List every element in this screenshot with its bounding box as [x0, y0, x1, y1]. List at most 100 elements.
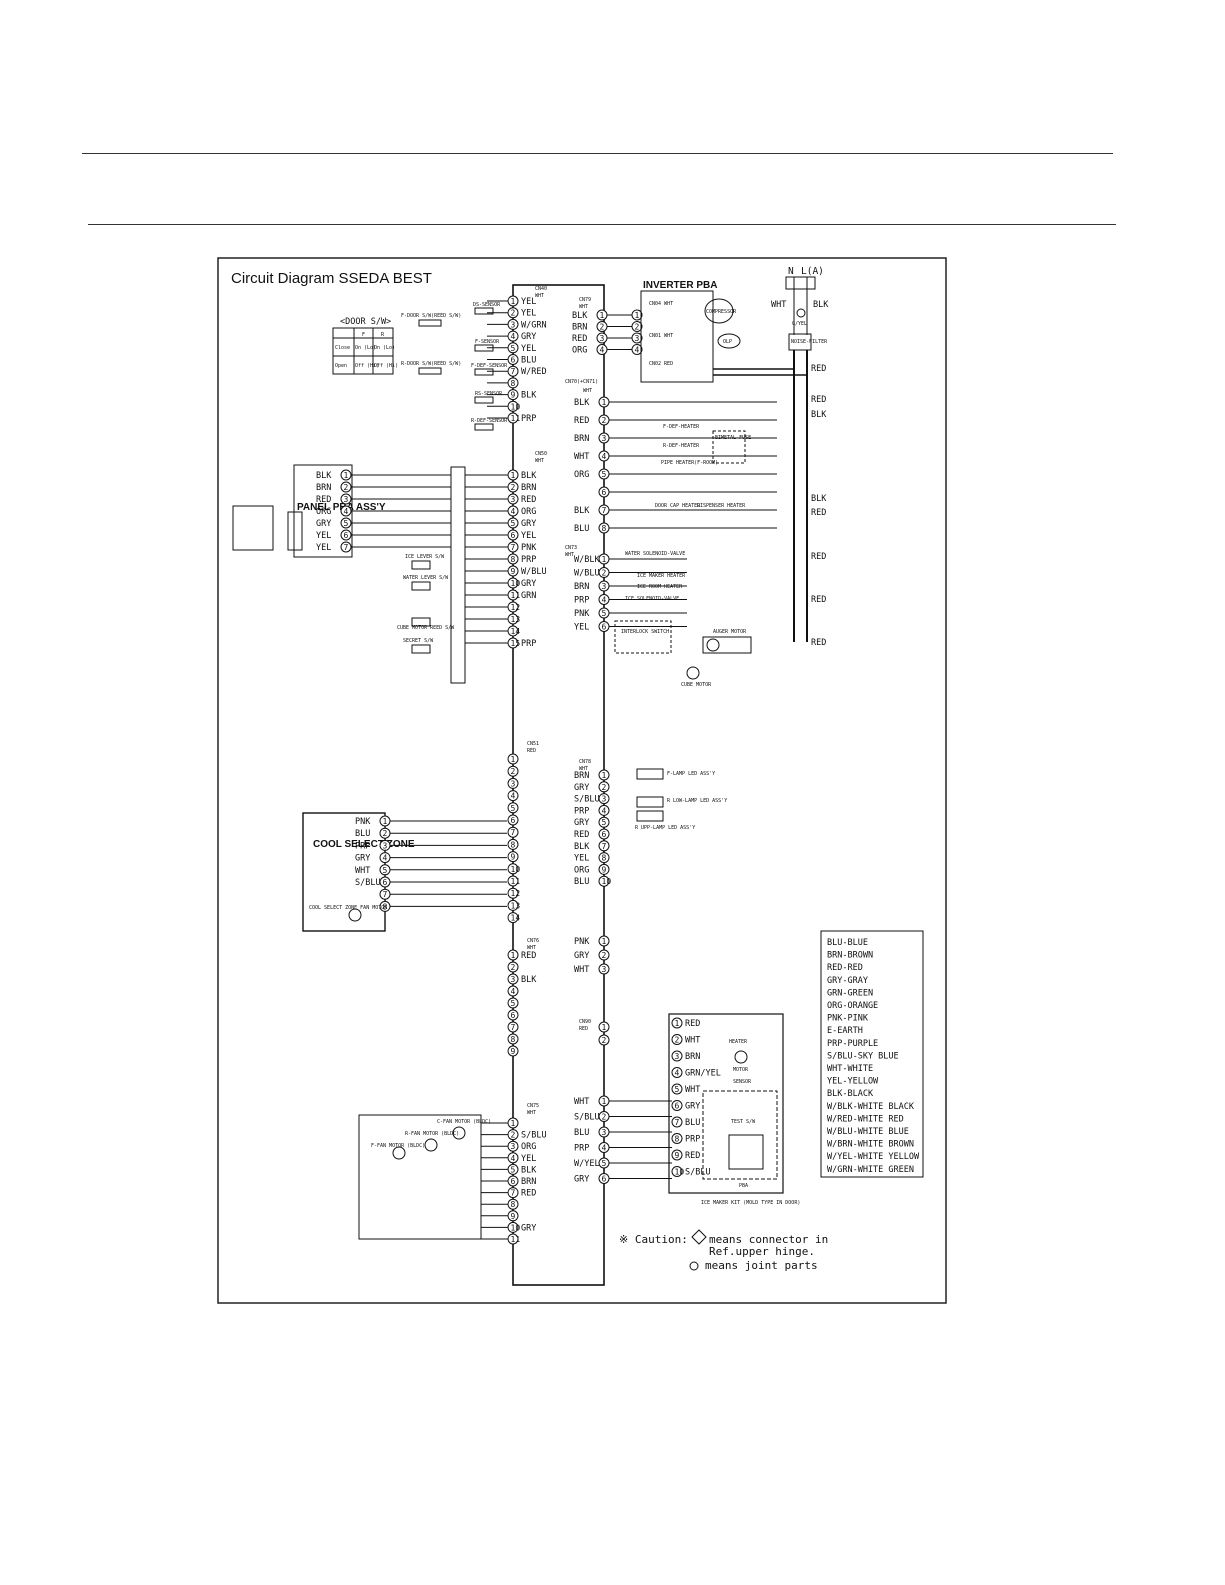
cn75-pin-number: 5 [511, 1165, 516, 1174]
noise-filter [788, 333, 812, 351]
cn50-wire-label: GRY [521, 579, 536, 589]
ice-side-wire-label: S/BLU [574, 1113, 600, 1123]
cn50-wire-label: GRN [521, 591, 536, 601]
cn51-pin-number: 3 [511, 779, 516, 788]
auger-motor-label: AUGER MOTOR [713, 629, 747, 635]
cool-zone-label: COOL SELECT ZONE [313, 839, 415, 850]
noise-filter-label: NOISE-FILTER [791, 339, 828, 345]
ice-maker-wire-label: WHT [685, 1085, 700, 1095]
cn50-wire-label: W/BLU [521, 567, 547, 577]
cn73-label: CN73 [565, 545, 577, 551]
cube-motor-icon [686, 666, 700, 680]
cn40-wire-label: W/RED [521, 367, 547, 377]
cn40-wire-label: YEL [521, 309, 536, 319]
cn73-wire-label: W/BLU [574, 569, 600, 579]
cn78-tail-pin-number: 1 [602, 937, 607, 946]
cn73-pin-number: 5 [602, 609, 607, 618]
cn76-pin [507, 1033, 519, 1045]
r-door-switch-label: R-DOOR S/W(REED S/W) [401, 361, 461, 367]
line-label: L(A) [801, 266, 824, 277]
ice-maker-pin [671, 1034, 683, 1045]
cn51-pin-number: 8 [511, 840, 516, 849]
cn70-wire-label: BRN [574, 434, 589, 444]
panel-wire-label: BLK [316, 471, 332, 481]
panel-pba-label: PANEL PBA ASS'Y [297, 502, 386, 513]
cn50-pin-number: 13 [511, 615, 521, 624]
cn50-pin-number: 2 [511, 483, 516, 492]
cn75-pin-number: 10 [511, 1223, 521, 1232]
cn78-label: CN78 [579, 759, 591, 765]
legend-item: BLU-BLUE [827, 938, 868, 948]
inverter-title: INVERTER PBA [643, 280, 717, 291]
ice-side-pin-number: 1 [602, 1097, 607, 1106]
legend-item: RED-RED [827, 963, 863, 973]
cn76-pin [507, 973, 519, 985]
door-col-r: R [381, 332, 385, 338]
compressor [704, 298, 734, 324]
ice-maker-wire-label: BRN [685, 1052, 700, 1062]
r-fan-motor-icon [424, 1138, 438, 1152]
cn76-pin-number: 5 [511, 999, 516, 1008]
ice-maker-wire-label: WHT [685, 1036, 700, 1046]
cn78-pin-number: 6 [602, 830, 607, 839]
cn79-color: WHT [579, 304, 588, 310]
cn51-pin-number: 14 [511, 914, 521, 923]
cn78-tail-wire-label: PNK [574, 937, 590, 947]
cn78-wire-label: BLU [574, 877, 589, 887]
cn40-wire-label: YEL [521, 297, 536, 307]
diagram-title: Circuit Diagram SSEDA BEST [231, 270, 432, 287]
ice-side-pin-number: 3 [602, 1128, 607, 1137]
cn90-pin-number: 2 [602, 1036, 607, 1045]
legend-item: WHT-WHITE [827, 1064, 873, 1074]
cn50-pin-number: 14 [511, 627, 521, 636]
cn73-wire-label: BRN [574, 582, 589, 592]
cn40-label: CN40 [535, 286, 547, 292]
cn76-label: CN76 [527, 938, 539, 944]
cn90-color: RED [579, 1026, 588, 1032]
cool-zone-wire-label: WHT [355, 866, 370, 876]
cn70-wire-label: WHT [574, 452, 589, 462]
cn51-pin-number: 10 [511, 865, 521, 874]
interlock-switch-box [614, 620, 672, 654]
auger-motor-icon [706, 638, 720, 652]
cn40-pin-number: 5 [511, 344, 516, 353]
cn76-pin-number: 4 [511, 987, 516, 996]
legend-item: W/GRN-WHITE GREEN [827, 1165, 914, 1175]
ice-maker-heater-label: ICE MAKER HEATER [637, 573, 686, 579]
cn78-wire-label: ORG [574, 865, 589, 875]
cn75-pin-number: 9 [511, 1212, 516, 1221]
cn75-pin-number: 11 [511, 1235, 521, 1244]
cn51-pin-number: 1 [511, 755, 516, 764]
cool-zone-pin-number: 6 [383, 878, 388, 887]
ice-room-heater-label: ICE ROOM HEATER [637, 584, 683, 590]
ice-maker-wire-label: S/BLU [685, 1168, 711, 1178]
ice-maker-pin-number: 9 [675, 1151, 680, 1160]
r-low-lamp-label: R LOW-LAMP LED ASS'Y [667, 798, 727, 804]
cn50-wire-label: PNK [521, 543, 537, 553]
cn40-pin-number: 7 [511, 367, 516, 376]
hinge-connector-strip [450, 466, 466, 684]
cn90-label: CN90 [579, 1019, 591, 1025]
cn78-pin [598, 840, 610, 852]
cn75-pin-number: 1 [511, 1119, 516, 1128]
ice-pba-label: PBA [739, 1183, 748, 1189]
right-wire-label: BLK [811, 410, 827, 420]
cn90-connector: 12 [598, 1021, 610, 1046]
panel-pin-number: 1 [344, 471, 349, 480]
cn75-wire-label: RED [521, 1189, 536, 1199]
panel-pin-number: 4 [344, 507, 349, 516]
cn76-pin-number: 2 [511, 963, 516, 972]
cn51-pin [507, 777, 519, 789]
ice-maker-pin [671, 1017, 683, 1029]
cn79-pin-number: 1 [600, 311, 605, 320]
caution-line1: means connector in [709, 1233, 828, 1246]
cn76-pin [507, 1045, 519, 1057]
legend-item: ORG-ORANGE [827, 1001, 878, 1011]
ice-maker-pin-number: 7 [675, 1118, 680, 1127]
power-plug [785, 276, 816, 290]
cn90-pin-number: 1 [602, 1023, 607, 1032]
cn50-pin-number: 1 [511, 471, 516, 480]
